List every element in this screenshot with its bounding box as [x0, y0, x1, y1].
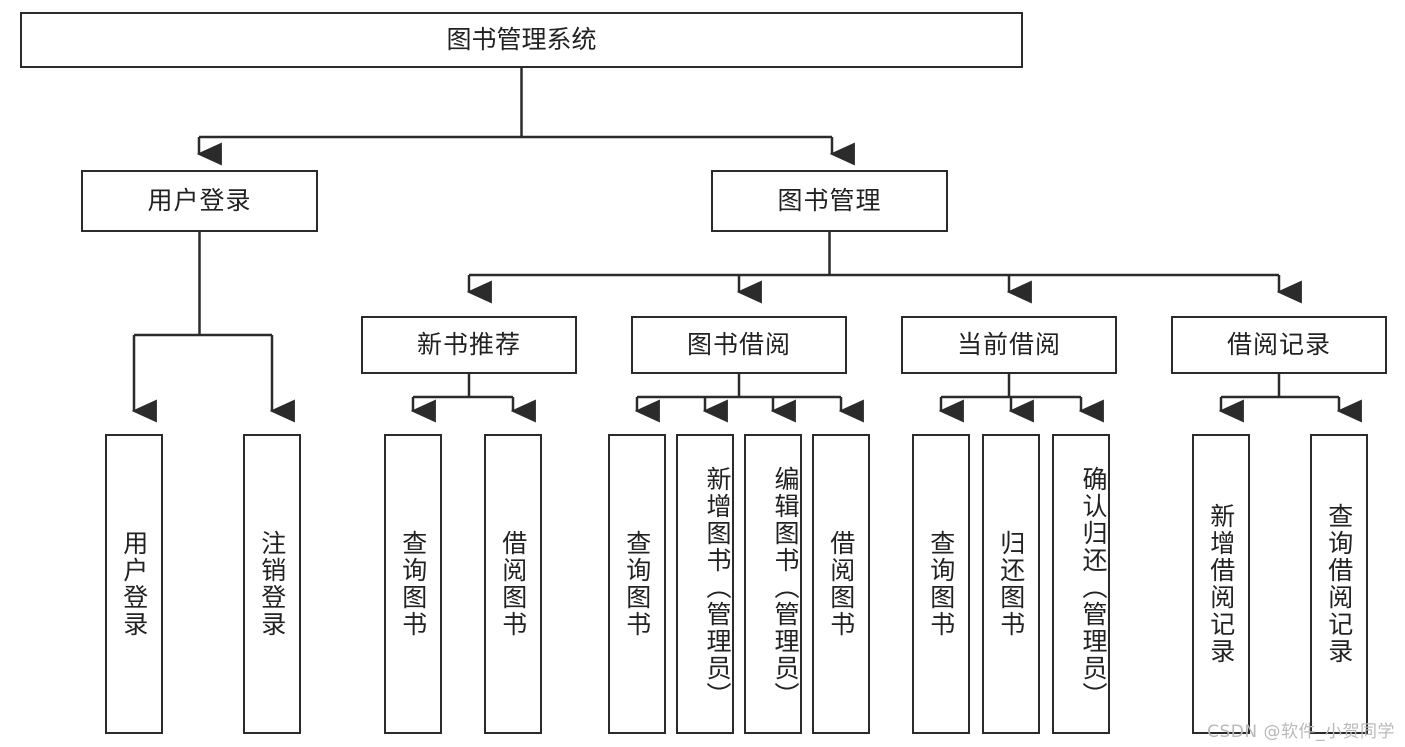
leaf-borrow-book-recommend[interactable]: 借阅图书 — [484, 434, 542, 734]
node-root-system[interactable]: 图书管理系统 — [20, 12, 1023, 68]
node-current-borrow[interactable]: 当前借阅 — [901, 316, 1117, 374]
leaf-query-book-borrow[interactable]: 查询图书 — [608, 434, 666, 734]
leaf-add-borrow-record[interactable]: 新增借阅记录 — [1192, 434, 1250, 734]
leaf-query-borrow-record[interactable]: 查询借阅记录 — [1310, 434, 1368, 734]
leaf-query-book-current[interactable]: 查询图书 — [912, 434, 970, 734]
node-borrow-record[interactable]: 借阅记录 — [1171, 316, 1387, 374]
leaf-logout-login[interactable]: 注销登录 — [243, 434, 301, 734]
node-user-login[interactable]: 用户登录 — [81, 170, 318, 232]
node-new-book-recommend[interactable]: 新书推荐 — [361, 316, 577, 374]
leaf-add-book-admin[interactable]: 新增图书（管理员） — [676, 434, 734, 734]
node-book-borrow[interactable]: 图书借阅 — [631, 316, 847, 374]
leaf-query-book-recommend[interactable]: 查询图书 — [384, 434, 442, 734]
node-book-manage[interactable]: 图书管理 — [711, 170, 948, 232]
leaf-edit-book-admin[interactable]: 编辑图书（管理员） — [744, 434, 802, 734]
leaf-borrow-book-borrow[interactable]: 借阅图书 — [812, 434, 870, 734]
leaf-confirm-return-admin[interactable]: 确认归还（管理员） — [1052, 434, 1110, 734]
csdn-watermark: CSDN @软件_小贺同学 — [1207, 722, 1395, 742]
leaf-user-login[interactable]: 用户登录 — [105, 434, 163, 734]
leaf-return-book[interactable]: 归还图书 — [982, 434, 1040, 734]
